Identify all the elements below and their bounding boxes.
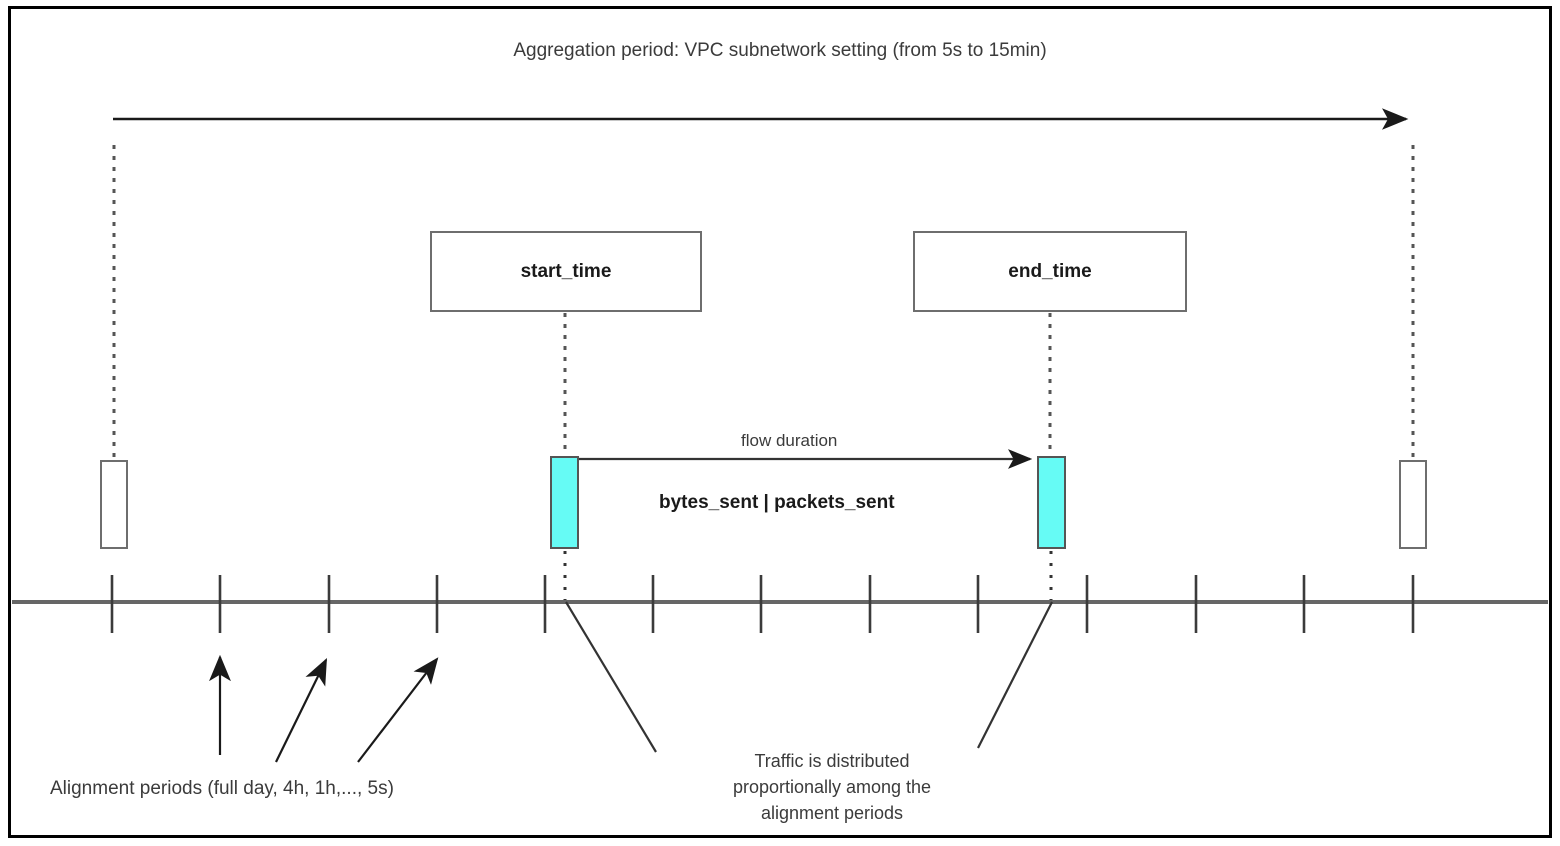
traffic-distribution-note: Traffic is distributed proportionally am…	[707, 748, 957, 826]
aggregation-period-title: Aggregation period: VPC subnetwork setti…	[513, 40, 1047, 61]
alignment-arrow-2	[275, 658, 327, 763]
alignment-period-arrows	[209, 654, 439, 763]
traffic-note-line-1: Traffic is distributed	[754, 751, 910, 771]
traffic-note-line-2: proportionally among the	[732, 777, 932, 797]
activation-bar-end	[1037, 456, 1066, 549]
start-time-box: start_time	[430, 231, 702, 312]
activation-bar-start	[550, 456, 579, 549]
start-time-label: start_time	[520, 260, 612, 282]
traffic-note-line-3: alignment periods	[760, 803, 904, 823]
aggregation-boundary-box-right	[1399, 460, 1427, 549]
alignment-arrow-3	[357, 657, 439, 763]
alignment-periods-caption: Alignment periods (full day, 4h, 1h,...,…	[50, 778, 394, 799]
end-time-label: end_time	[1008, 260, 1092, 282]
metrics-label: bytes_sent | packets_sent	[659, 492, 895, 513]
callout-line-start	[565, 601, 657, 753]
end-time-box: end_time	[913, 231, 1187, 312]
aggregation-boundary-box-left	[100, 460, 128, 549]
callout-line-end	[977, 601, 1053, 749]
timeline-ticks	[110, 575, 1415, 633]
diagram-frame	[8, 6, 1552, 838]
flow-duration-label: flow duration	[741, 431, 838, 450]
